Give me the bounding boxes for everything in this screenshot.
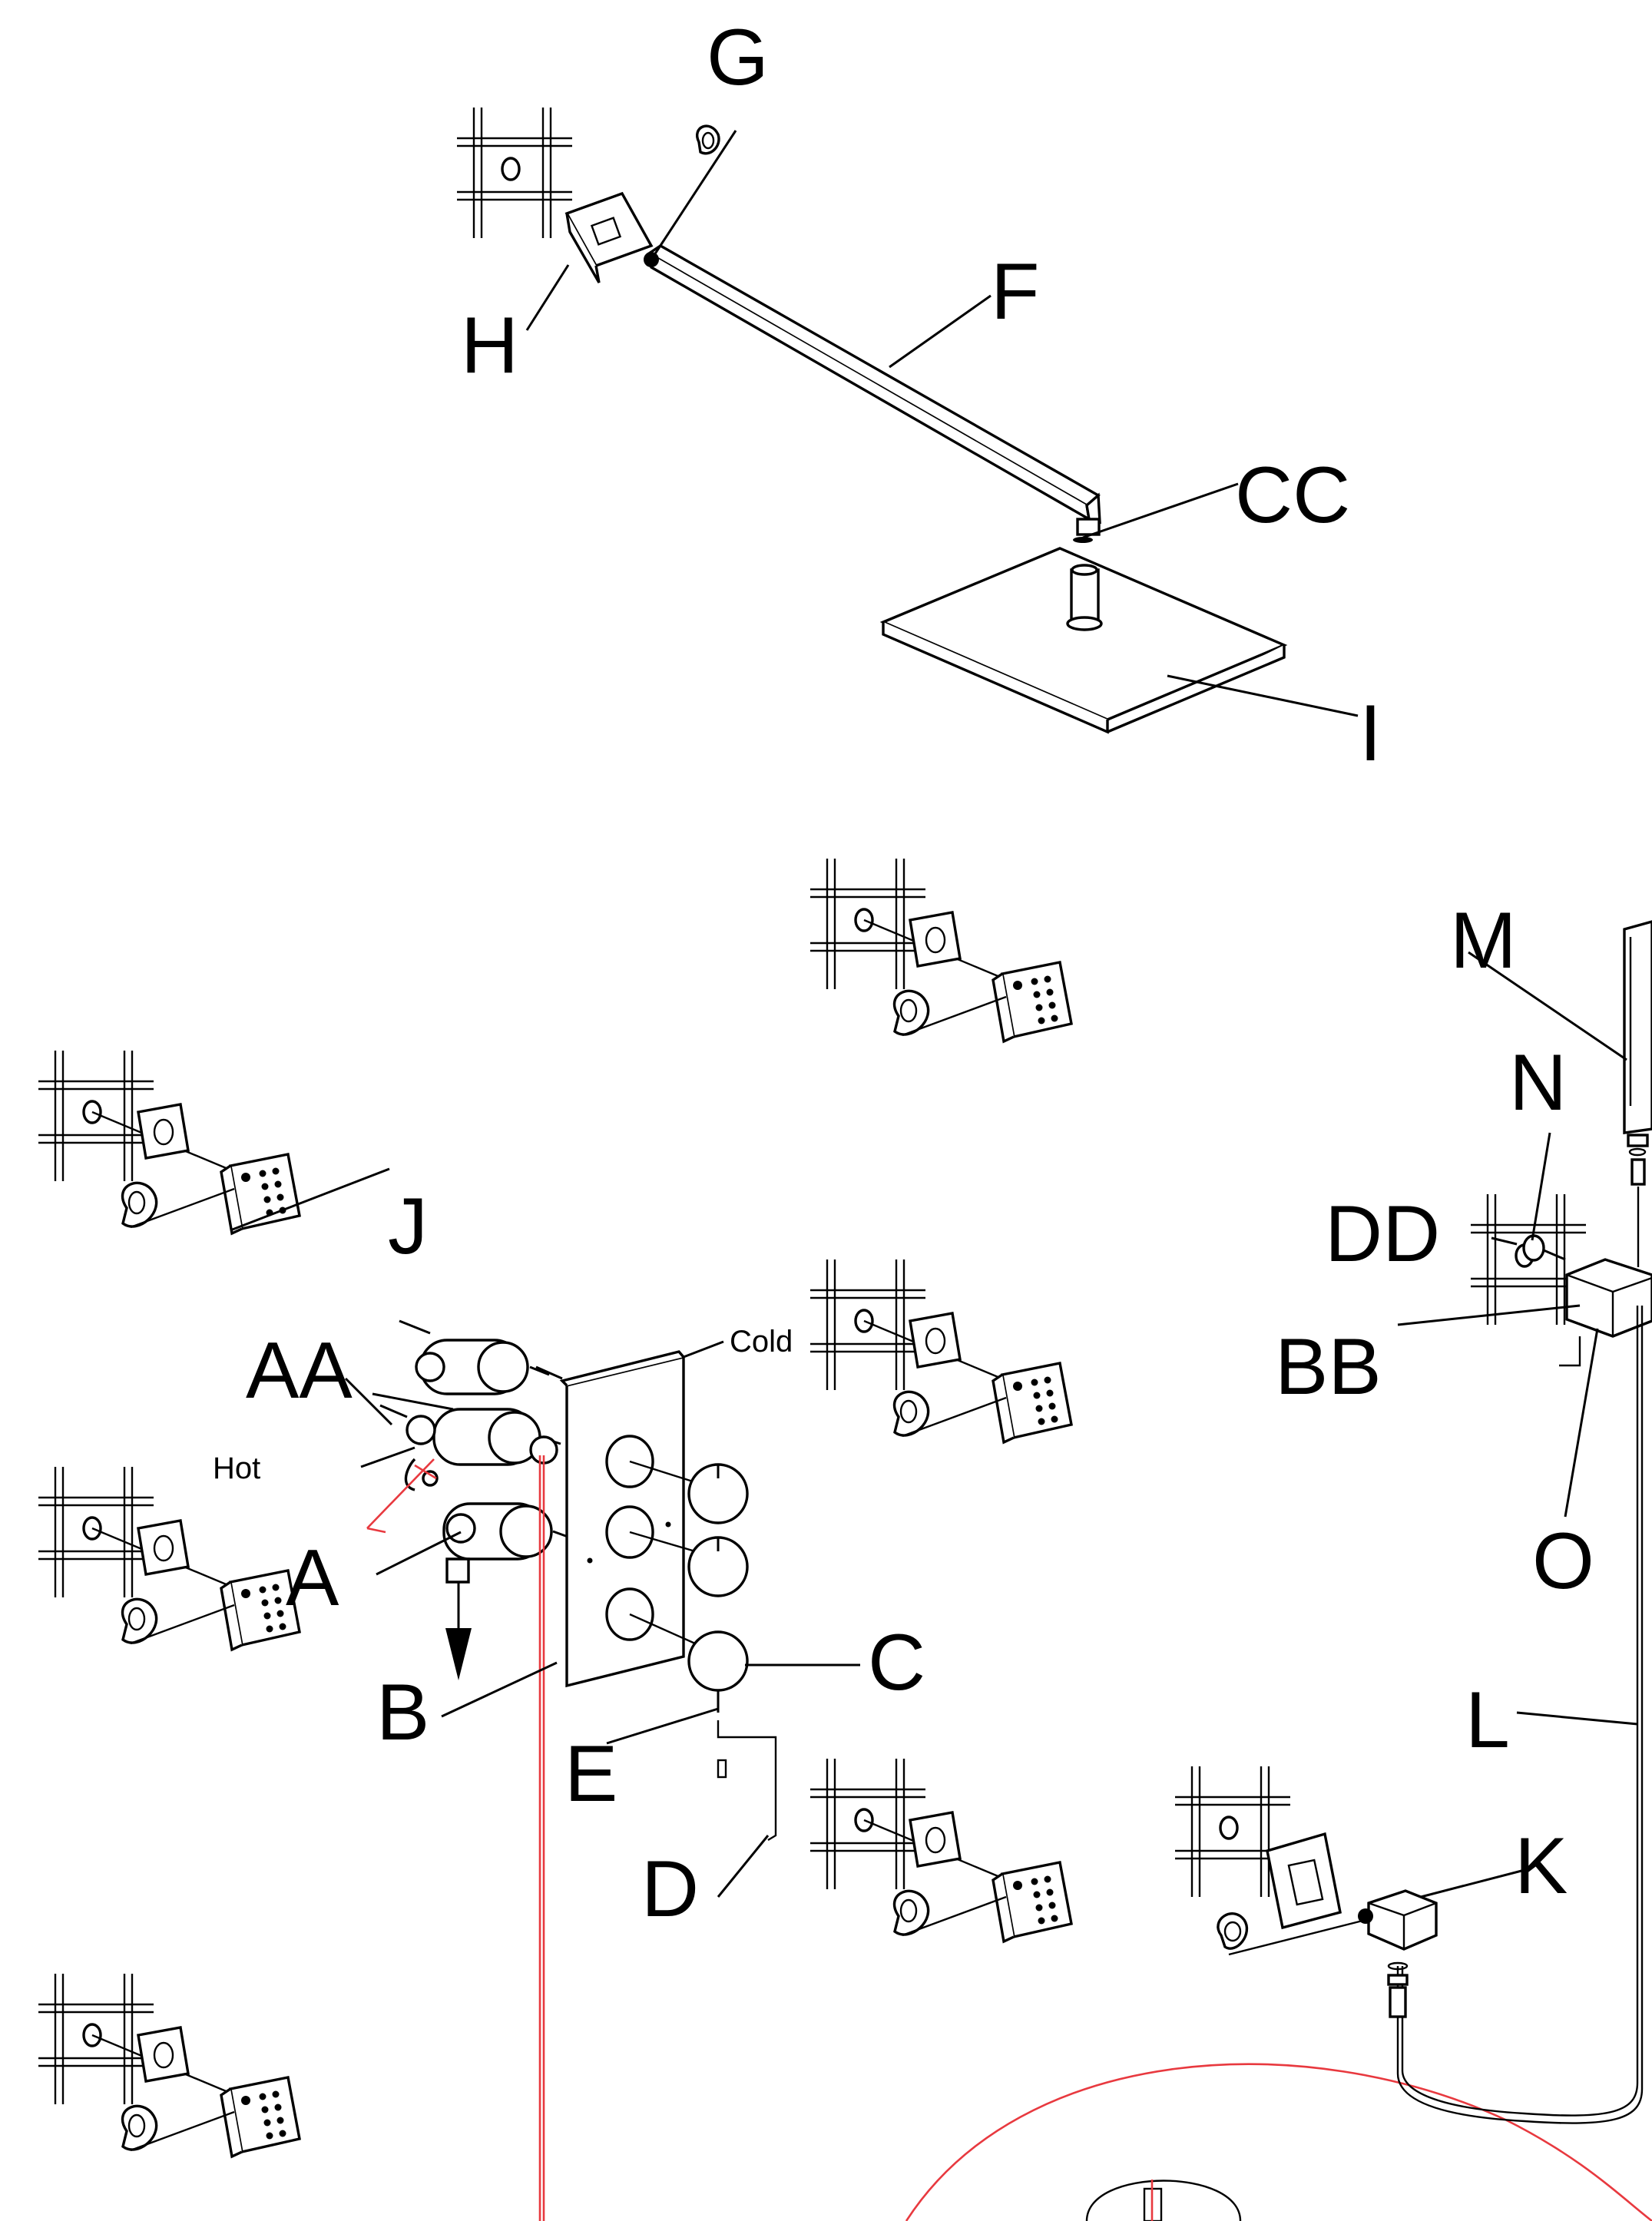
label-i: I	[1359, 689, 1382, 778]
label-dd: DD	[1325, 1190, 1440, 1279]
label-e: E	[564, 1729, 617, 1819]
overhead-shower-assembly	[455, 106, 1288, 734]
label-cold: Cold	[730, 1325, 793, 1359]
label-o: O	[1532, 1517, 1594, 1606]
leader-lines-top	[525, 130, 1359, 717]
label-f: F	[991, 247, 1040, 336]
body-jet-set-4	[38, 1467, 300, 1650]
hand-shower-assembly	[1396, 920, 1652, 2124]
wall-outlet-assembly	[1174, 1765, 1438, 2018]
body-jet-set-3	[810, 1259, 1071, 1442]
cover-plate	[559, 1350, 685, 1688]
body-jet-set-1	[810, 859, 1071, 1041]
handles	[629, 1460, 777, 1842]
leader-lines-lower	[230, 951, 1638, 1898]
red-highlight-callouts	[366, 1455, 1652, 2221]
label-cc: CC	[1235, 451, 1350, 540]
label-b: B	[376, 1668, 429, 1757]
label-c: C	[868, 1618, 925, 1707]
label-hot: Hot	[213, 1451, 260, 1485]
body-jet-set-6	[38, 1974, 300, 2156]
label-bb: BB	[1275, 1322, 1382, 1412]
label-n: N	[1509, 1038, 1567, 1127]
label-g: G	[707, 13, 769, 102]
label-l: L	[1465, 1676, 1510, 1765]
label-j: J	[388, 1182, 428, 1271]
body-jet-set-2	[38, 1051, 300, 1233]
label-a: A	[286, 1534, 339, 1623]
label-h: H	[461, 301, 518, 390]
label-m: M	[1450, 896, 1517, 985]
body-jet-set-5	[810, 1759, 1071, 1941]
callout-labels: G H F CC I M N DD BB O J AA A B C E D L …	[213, 13, 1594, 1934]
label-aa: AA	[246, 1326, 353, 1415]
label-k: K	[1515, 1822, 1568, 1911]
flow-arrow	[445, 1582, 472, 1680]
thermostatic-valve-body	[379, 1319, 571, 1584]
label-d: D	[641, 1845, 699, 1934]
